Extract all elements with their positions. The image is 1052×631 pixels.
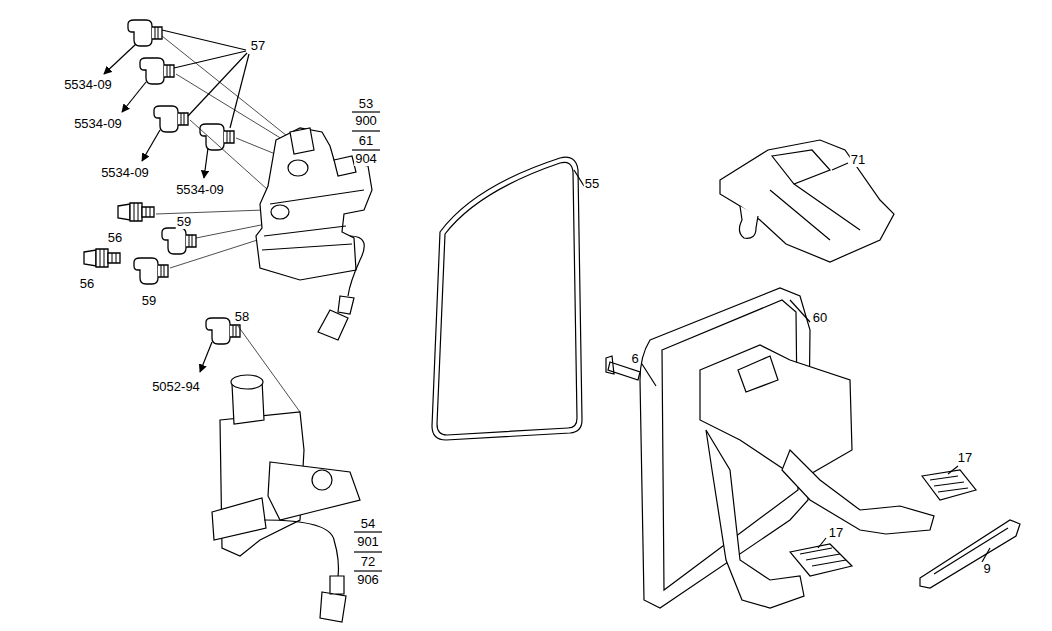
callout-number: 904 (354, 152, 378, 166)
elbow-fitting (134, 258, 168, 284)
connector-plug (320, 576, 346, 622)
leader-line (948, 466, 958, 474)
valve-head (290, 128, 314, 154)
callout-number: 5534-09 (73, 117, 123, 131)
callout-number: 56 (107, 231, 123, 245)
elbow-fitting (154, 106, 188, 132)
arrow-line (204, 148, 208, 178)
callout-number: 58 (234, 310, 250, 324)
fraction-line (352, 130, 380, 131)
pedal-mechanism (738, 356, 778, 392)
trim-detail (934, 528, 1008, 574)
brake-pedal (782, 450, 934, 534)
fraction-line (354, 570, 382, 571)
callout-number: 5534-09 (63, 78, 113, 92)
elbow-fitting (200, 124, 234, 150)
pad-ribs (930, 476, 968, 492)
callout-number: 60 (812, 311, 828, 325)
pump-port (312, 470, 332, 490)
callout-number: 5052-94 (151, 380, 201, 394)
assembly-line (162, 36, 292, 140)
pressure-switch (84, 249, 120, 267)
callout-number: 72 (360, 555, 376, 569)
callout-number: 53 (358, 97, 374, 111)
bracket (720, 140, 894, 262)
pedal-box (640, 288, 934, 608)
valve-port (288, 160, 308, 176)
leader-line (574, 170, 584, 186)
fraction-line (352, 111, 380, 112)
bracket-lug (739, 206, 758, 238)
leader-line (188, 53, 247, 116)
callout-number: 17 (957, 451, 973, 465)
valve-port (271, 205, 289, 219)
callout-number: 5534-09 (175, 183, 225, 197)
cable (348, 236, 364, 296)
callout-number: 59 (141, 294, 157, 308)
callout-number: 6 (630, 352, 639, 366)
valve-body (256, 128, 372, 280)
callout-number: 55 (584, 177, 600, 191)
leader-line (982, 548, 990, 562)
pedal-pad (922, 470, 976, 500)
callout-number: 61 (358, 134, 374, 148)
arrow-line (104, 44, 136, 74)
pad-ribs (800, 548, 846, 566)
callout-number: 57 (250, 39, 266, 53)
valve-port (334, 156, 356, 176)
arrow-line (122, 82, 146, 112)
pump-motor (212, 498, 266, 540)
elbow-fitting (128, 20, 162, 46)
valve-unit (256, 128, 372, 280)
callout-number: 56 (79, 277, 95, 291)
callout-number: 59 (176, 215, 192, 229)
callout-number: 54 (360, 517, 376, 531)
valve-detail (262, 190, 364, 250)
callout-number: 17 (828, 526, 844, 540)
pedal-pad (790, 544, 852, 576)
fraction-line (354, 531, 382, 532)
callout-number: 901 (356, 535, 380, 549)
callout-number: 900 (354, 114, 378, 128)
leader-line (832, 163, 848, 170)
connector-plug (318, 296, 354, 340)
arrow-line (142, 130, 160, 161)
arrow-line (200, 342, 212, 372)
callout-number: 9 (982, 562, 991, 576)
callout-number: 906 (356, 573, 380, 587)
callout-number: 5534-09 (100, 166, 150, 180)
leader-line (642, 364, 656, 386)
fraction-line (352, 149, 380, 150)
assembly-line (156, 210, 264, 214)
pump-flange (268, 462, 360, 520)
reservoir-cap (231, 375, 263, 389)
leader-line (790, 300, 810, 322)
trim-strip (920, 520, 1020, 588)
leader-line (162, 30, 246, 50)
bracket-detail (770, 150, 860, 240)
gasket (437, 162, 577, 435)
assembly-line (190, 120, 268, 190)
reservoir (212, 375, 360, 556)
leader-line (818, 538, 826, 548)
elbow-fitting (140, 58, 174, 84)
elbow-fitting (162, 228, 196, 254)
gasket (432, 157, 582, 440)
fraction-line (354, 551, 382, 552)
cable (264, 520, 339, 578)
callout-number: 71 (850, 153, 866, 167)
bracket-body (720, 140, 894, 262)
pressure-switch (118, 203, 154, 221)
